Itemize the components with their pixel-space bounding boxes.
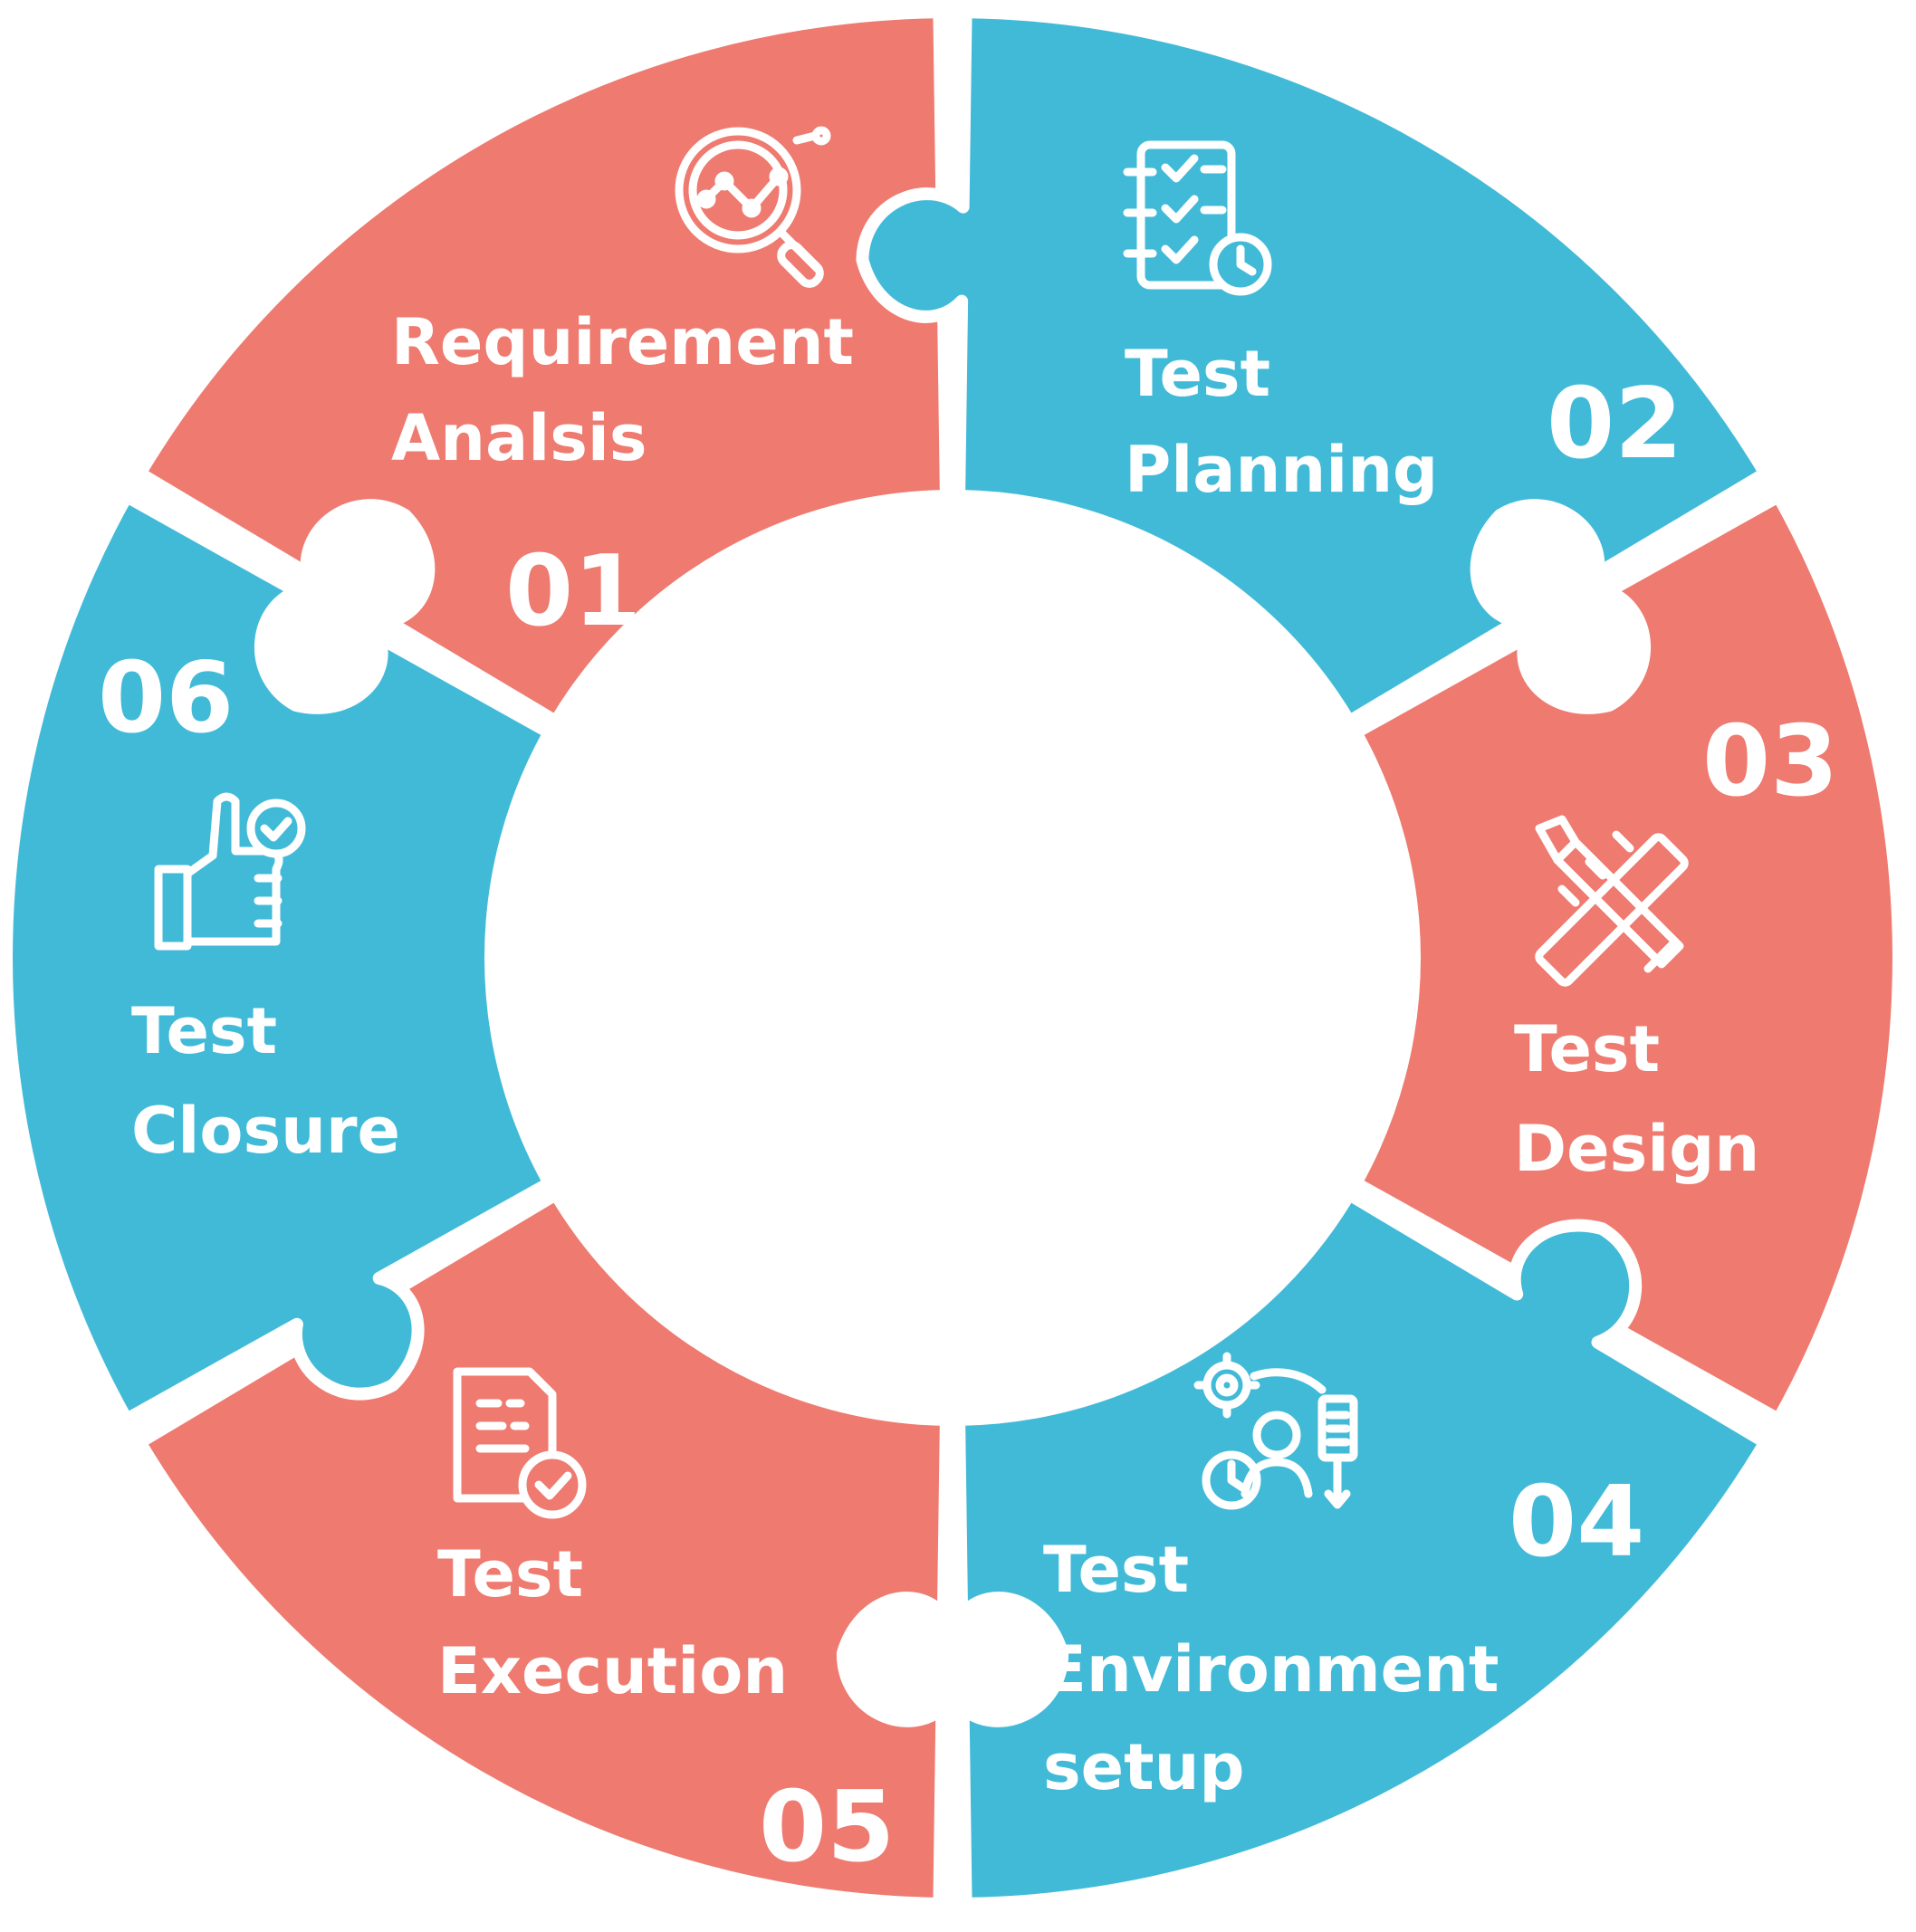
stage-05-title-line1: Test — [437, 1537, 583, 1612]
checklist-clock-icon — [1123, 140, 1272, 296]
stage-03-title-line1: Test — [1514, 1012, 1660, 1086]
stage-03-number: 03 — [1702, 705, 1838, 818]
stage-01-title-line2: Analsis — [391, 401, 647, 475]
segment-01 — [133, 5, 1049, 728]
stage-06-title-line2: Closure — [131, 1094, 400, 1168]
stage-02-number: 02 — [1547, 368, 1682, 481]
ring-segments — [0, 5, 1905, 1910]
stage-04-title-line1: Test — [1043, 1533, 1189, 1607]
stage-01-number: 01 — [505, 535, 641, 648]
stage-02-title-line2: Planning — [1125, 433, 1438, 507]
stage-05-number: 05 — [759, 1771, 895, 1884]
magnifier-chart-icon — [675, 126, 831, 288]
gear-person-clock-icon — [1193, 1352, 1358, 1510]
segment-03 — [1349, 490, 1905, 1426]
stage-06-number: 06 — [98, 642, 234, 755]
ruler-pencil-icon — [1535, 815, 1689, 987]
stage-06-title-line1: Test — [131, 994, 277, 1068]
stage-04-number: 04 — [1509, 1466, 1644, 1579]
stage-01-title-line1: Requirement — [391, 305, 854, 379]
thumbs-up-check-icon — [154, 792, 306, 951]
stage-05-title-line2: Execution — [437, 1634, 788, 1708]
stage-03-title-line2: Design — [1514, 1112, 1759, 1186]
segment-04 — [953, 1188, 1772, 1910]
document-check-icon — [453, 1367, 587, 1519]
segment-06 — [0, 490, 556, 1426]
stage-04-title-line3: setup — [1043, 1730, 1245, 1804]
stage-02-title-line1: Test — [1125, 337, 1270, 411]
segment-02 — [856, 5, 1772, 728]
stage-04-title-line2: Environment — [1043, 1632, 1499, 1707]
